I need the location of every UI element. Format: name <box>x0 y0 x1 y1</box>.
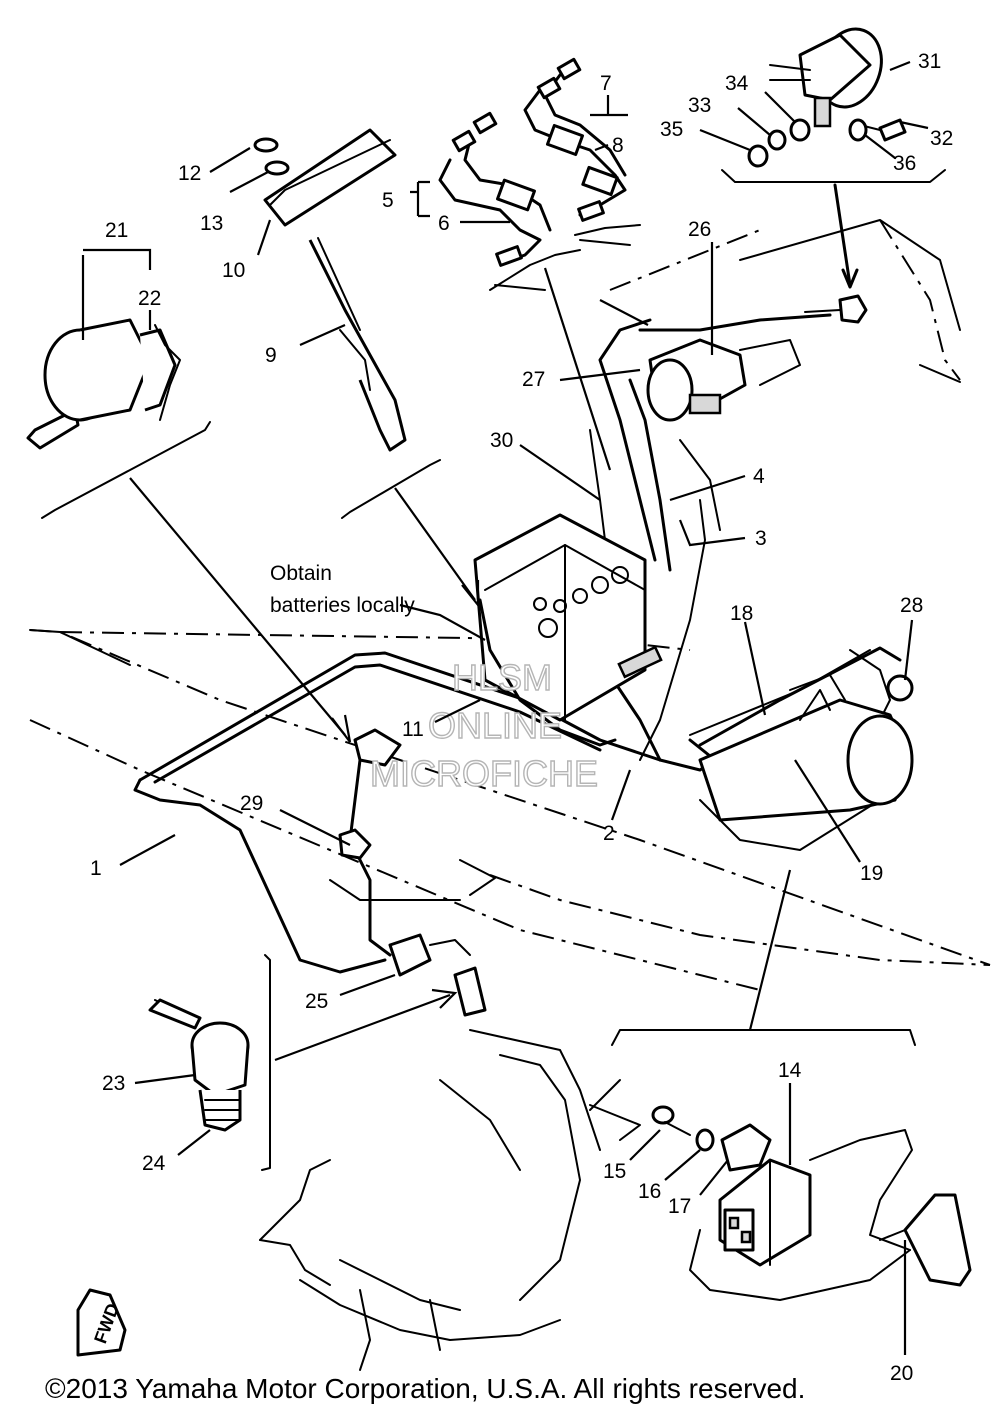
watermark-line-1: HLSM <box>452 657 552 698</box>
starter-motor <box>698 674 914 822</box>
callout-24: 24 <box>142 1152 166 1175</box>
callout-25: 25 <box>305 990 328 1013</box>
callout-7: 7 <box>600 72 612 95</box>
callout-10: 10 <box>222 259 245 282</box>
callout-18: 18 <box>730 602 753 625</box>
callout-34: 34 <box>725 72 749 95</box>
note-line-2: batteries locally <box>270 594 415 617</box>
rectifier <box>148 998 250 1132</box>
starter-relay <box>646 338 801 422</box>
frame-outline <box>29 219 991 991</box>
ignition-coil <box>651 1105 972 1301</box>
callout-9: 9 <box>265 344 277 367</box>
callout-14: 14 <box>778 1059 802 1082</box>
watermark-line-3: MICROFICHE <box>370 753 598 794</box>
rubber-strap-and-bar <box>253 128 407 452</box>
watermark-line-2: ONLINE <box>428 705 562 746</box>
main-switch <box>721 27 946 324</box>
callout-22: 22 <box>138 287 161 310</box>
callout-21: 21 <box>105 219 128 242</box>
couplers <box>338 728 487 1017</box>
callout-20: 20 <box>890 1362 913 1385</box>
callout-8: 8 <box>612 134 624 157</box>
callout-23: 23 <box>102 1072 125 1095</box>
callout-5: 5 <box>382 189 394 212</box>
callout-33: 33 <box>688 94 711 117</box>
callout-13: 13 <box>200 212 223 235</box>
callout-1: 1 <box>90 857 102 880</box>
callout-36: 36 <box>893 152 916 175</box>
callout-19: 19 <box>860 862 883 885</box>
callout-31: 31 <box>918 50 941 73</box>
callout-35: 35 <box>660 118 683 141</box>
battery-note: Obtain batteries locally <box>270 562 415 617</box>
note-line-1: Obtain <box>270 562 332 585</box>
callout-26: 26 <box>688 218 711 241</box>
callout-17: 17 <box>668 1195 691 1218</box>
fuel-pump <box>26 318 181 450</box>
callout-6: 6 <box>438 212 450 235</box>
callout-3: 3 <box>755 527 767 550</box>
assembly-brackets <box>41 421 916 1171</box>
copyright-notice: ©2013 Yamaha Motor Corporation, U.S.A. A… <box>45 1373 805 1404</box>
callout-16: 16 <box>638 1180 661 1203</box>
callout-11: 11 <box>402 718 424 741</box>
battery-band <box>478 598 617 747</box>
wire-leads <box>438 57 641 291</box>
callout-30: 30 <box>490 429 513 452</box>
callout-4: 4 <box>753 465 765 488</box>
callout-28: 28 <box>900 594 923 617</box>
leader-lines <box>81 60 929 1355</box>
fwd-mark: FWD <box>76 1288 127 1357</box>
callout-32: 32 <box>930 127 953 150</box>
battery <box>473 513 663 722</box>
callout-15: 15 <box>603 1160 626 1183</box>
watermark: HLSM ONLINE MICROFICHE <box>369 656 598 794</box>
callout-2: 2 <box>603 822 615 845</box>
callout-labels: 1 2 3 4 5 6 7 8 9 10 11 12 13 14 15 16 1… <box>90 50 953 1385</box>
rear-fender <box>259 1029 641 1371</box>
callout-27: 27 <box>522 368 545 391</box>
callout-12: 12 <box>178 162 201 185</box>
callout-29: 29 <box>240 792 263 815</box>
assembly-arrows <box>129 267 792 1062</box>
